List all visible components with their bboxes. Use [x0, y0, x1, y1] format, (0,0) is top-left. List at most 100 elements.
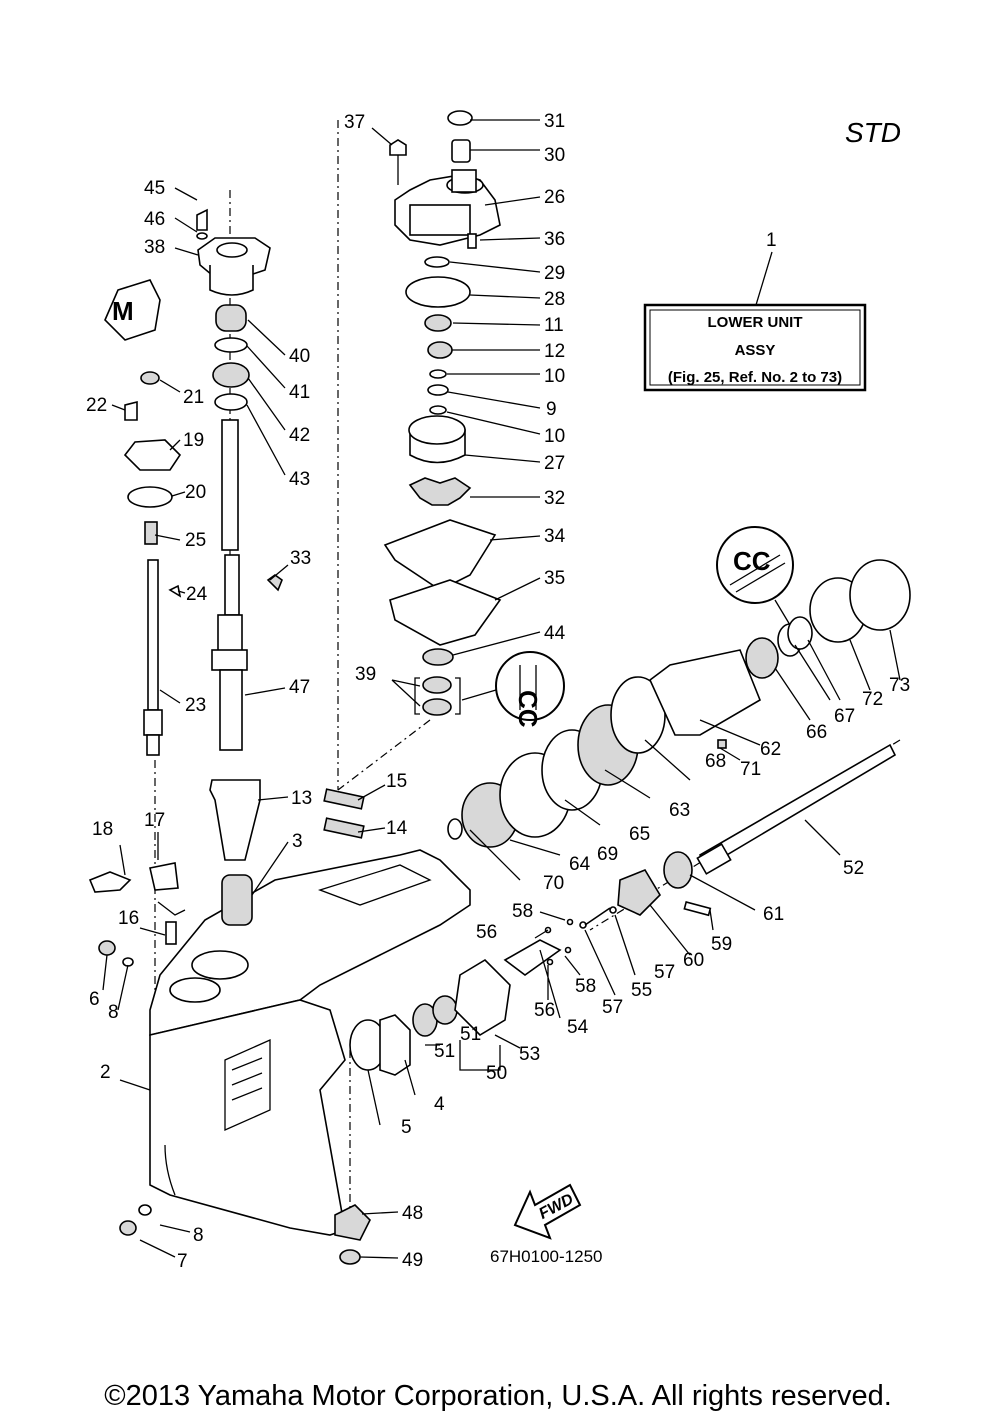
part-41-washer: [214, 337, 248, 353]
part-18-bolt: [88, 871, 132, 893]
callout-20: 20: [185, 482, 206, 503]
part-71-key: [717, 739, 727, 749]
callout-54: 54: [567, 1017, 589, 1038]
callout-8-upper: 8: [108, 1002, 119, 1023]
part-11-bearing: [424, 314, 452, 332]
callout-4: 4: [434, 1094, 445, 1115]
callout-58-lower: 58: [575, 976, 596, 997]
part-32-impeller: [408, 477, 472, 506]
callout-8-lower: 8: [193, 1225, 204, 1246]
part-34-plate: [383, 519, 497, 591]
callout-70: 70: [543, 873, 564, 894]
part-33-key: [266, 574, 283, 592]
part-17-bracket: [149, 862, 179, 891]
assembly-type: ASSY: [735, 342, 776, 359]
callout-22: 22: [86, 395, 107, 416]
lubricant-symbol-top-label: M: [112, 296, 134, 326]
callout-41: 41: [289, 382, 310, 403]
part-60-dog-clutch: [617, 869, 662, 916]
callout-30: 30: [544, 145, 565, 166]
callout-55: 55: [631, 980, 652, 1001]
part-58-ball-a: [566, 918, 574, 926]
part-45-bolt: [196, 208, 208, 231]
assembly-box-inner-frame: [649, 309, 861, 386]
callout-73: 73: [889, 675, 910, 696]
part-58-ball-b: [564, 946, 572, 954]
part-57-ball-b: [609, 906, 617, 914]
part-14-key: [323, 817, 365, 839]
part-22-bolt: [124, 400, 138, 421]
part-51-bearing-b: [432, 995, 458, 1025]
callout-42: 42: [289, 425, 310, 446]
callout-72: 72: [862, 689, 883, 710]
callout-11: 11: [544, 315, 564, 336]
callout-5: 5: [401, 1117, 412, 1138]
callout-52: 52: [843, 858, 864, 879]
assembly-figure-ref: (Fig. 25, Ref. No. 2 to 73): [668, 369, 842, 386]
callout-17: 17: [144, 810, 165, 831]
callout-47: 47: [289, 677, 310, 698]
callout-58-upper: 58: [512, 901, 533, 922]
callout-26: 26: [544, 187, 565, 208]
part-46-washer: [196, 232, 208, 240]
part-23-shift-rod: [143, 559, 163, 756]
callout-19: 19: [183, 430, 204, 451]
part-15-key: [323, 788, 365, 810]
callout-6: 6: [89, 989, 100, 1010]
part-67-oil-seal-b: [787, 616, 813, 650]
callout-57-upper: 57: [654, 962, 675, 983]
callout-63: 63: [669, 800, 690, 821]
part-10-washer-b: [429, 405, 447, 415]
lubricant-symbol-mid-label: CC: [513, 690, 543, 728]
part-53-forward-gear: [454, 958, 511, 1037]
part-70-shim: [447, 818, 463, 840]
part-6-plug: [98, 940, 116, 956]
part-66-needle-bearing: [745, 637, 779, 679]
part-52-propeller-shaft: [696, 743, 897, 875]
part-20-o-ring: [127, 486, 173, 508]
callout-59: 59: [711, 934, 732, 955]
water-pump-housing: [394, 169, 501, 246]
part-36-dowel-pin: [467, 233, 477, 249]
callout-62: 62: [760, 739, 781, 760]
callout-51-upper: 51: [460, 1024, 481, 1045]
diagram-code: 67H0100-1250: [490, 1247, 602, 1266]
callout-45: 45: [144, 178, 165, 199]
part-31-grommet: [447, 110, 473, 126]
callout-29: 29: [544, 263, 565, 284]
part-35-gasket: [389, 579, 502, 646]
part-12-seal: [427, 341, 453, 359]
callout-56-upper: 56: [476, 922, 497, 943]
part-28-o-ring: [405, 276, 471, 308]
callout-16: 16: [118, 908, 139, 929]
lubricant-symbol-right-label: CC: [733, 546, 771, 576]
assembly-box-frame: [643, 303, 867, 392]
part-13-sleeve: [209, 779, 261, 861]
callout-38: 38: [144, 237, 165, 258]
callout-37: 37: [344, 112, 365, 133]
callout-9: 9: [546, 399, 557, 420]
callout-60: 60: [683, 950, 704, 971]
callout-18: 18: [92, 819, 113, 840]
callout-48: 48: [402, 1203, 423, 1224]
callout-35: 35: [544, 568, 565, 589]
part-25-spring: [144, 521, 158, 545]
callout-61: 61: [763, 904, 784, 925]
callout-12: 12: [544, 341, 565, 362]
part-4-bearing: [379, 1014, 411, 1076]
part-73-ring-nut: [849, 559, 911, 631]
callout-15: 15: [386, 771, 407, 792]
callout-67: 67: [834, 706, 855, 727]
part-21-grommet: [140, 371, 160, 385]
part-16-bolt: [165, 921, 177, 945]
callout-34: 34: [544, 526, 566, 547]
callout-28: 28: [544, 289, 565, 310]
part-40-bearing: [215, 304, 247, 332]
callout-43: 43: [289, 469, 310, 490]
part-48-pinion-gear: [334, 1204, 371, 1241]
part-47-drive-shaft: [211, 419, 248, 751]
callout-69: 69: [597, 844, 618, 865]
part-59-pin: [683, 901, 712, 917]
callout-2: 2: [100, 1062, 111, 1083]
